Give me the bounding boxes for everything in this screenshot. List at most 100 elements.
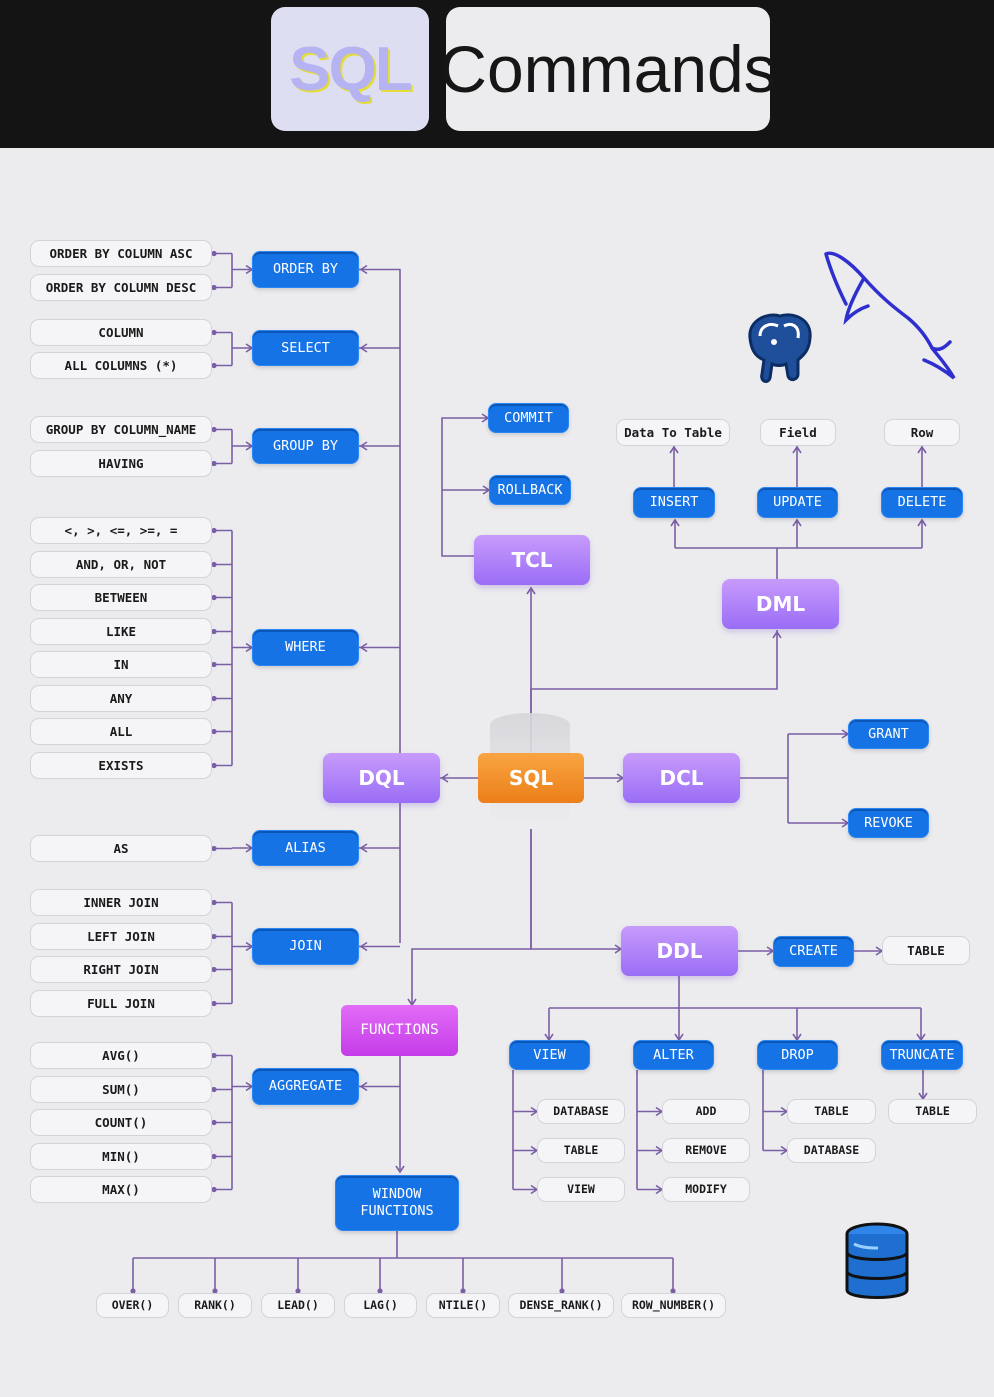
select-all-columns-leaf: ALL COLUMNS (*) [30,352,212,379]
grant-node[interactable]: GRANT [848,719,929,749]
insert-target-leaf: Data To Table [616,419,730,446]
connector-dot [211,933,217,940]
truncate-node[interactable]: TRUNCATE [881,1040,963,1070]
select-node[interactable]: SELECT [252,330,359,366]
rollback-node[interactable]: ROLLBACK [489,475,571,505]
connector [740,733,848,824]
left-join-leaf: LEFT JOIN [30,923,212,950]
drop-database-leaf: DATABASE [787,1138,876,1163]
view-table-leaf: TABLE [537,1138,625,1163]
update-node[interactable]: UPDATE [757,487,838,518]
where-logical-leaf: AND, OR, NOT [30,551,212,578]
connector [548,976,922,1040]
order-by-node[interactable]: ORDER BY [252,251,359,288]
delete-target-leaf: Row [884,419,960,446]
connector-dot [211,661,217,668]
count-leaf: COUNT() [30,1109,212,1136]
page-title: Commands [439,32,777,106]
aggregate-node[interactable]: AGGREGATE [252,1068,359,1105]
drop-table-leaf: TABLE [787,1099,876,1124]
connector [441,417,488,557]
connector-dot [211,426,217,433]
delete-node[interactable]: DELETE [881,487,963,518]
tcl-node[interactable]: TCL [474,535,590,585]
arrow-head [917,518,927,527]
arrow-head [359,941,368,952]
group-by-column-leaf: GROUP BY COLUMN_NAME [30,416,212,443]
database-icon [845,1222,909,1299]
connector-dot [211,250,217,257]
having-leaf: HAVING [30,450,212,477]
arrow-head [359,1081,368,1092]
connector-dot [211,362,217,369]
connector-dot [211,527,217,534]
mysql-dolphin-icon [824,251,956,380]
right-join-leaf: RIGHT JOIN [30,956,212,983]
sql-center-node[interactable]: SQL [478,753,584,803]
alter-node[interactable]: ALTER [633,1040,714,1070]
connector-dot [211,966,217,973]
arrow-head [669,445,679,454]
connector-dot [211,695,217,702]
view-view-leaf: VIEW [537,1177,625,1202]
sum-leaf: SUM() [30,1076,212,1103]
connector-dot [211,845,217,852]
connector-dot [211,1119,217,1126]
avg-leaf: AVG() [30,1042,212,1069]
max-leaf: MAX() [30,1176,212,1203]
rank-leaf: RANK() [178,1293,252,1318]
connector-dot [377,1288,383,1294]
arrow-head [792,445,802,454]
where-all-leaf: ALL [30,718,212,745]
over-leaf: OVER() [96,1293,169,1318]
arrow-head [917,445,927,454]
create-node[interactable]: CREATE [773,936,854,967]
inner-join-leaf: INNER JOIN [30,889,212,916]
connector-dot [559,1288,565,1294]
drop-node[interactable]: DROP [757,1040,838,1070]
ntile-leaf: NTILE() [426,1293,500,1318]
alias-node[interactable]: ALIAS [252,830,359,866]
header-bar: SQL Commands [0,0,994,148]
select-column-leaf: COLUMN [30,319,212,346]
where-any-leaf: ANY [30,685,212,712]
where-between-leaf: BETWEEN [30,584,212,611]
connector-dot [211,728,217,735]
connector [133,1231,673,1259]
connector [411,829,532,1005]
connector-dot [460,1288,466,1294]
where-exists-leaf: EXISTS [30,752,212,779]
arrow-head [792,518,802,527]
join-node[interactable]: JOIN [252,928,359,965]
dcl-node[interactable]: DCL [623,753,740,803]
commit-node[interactable]: COMMIT [488,403,569,433]
sql-logo-text: SQL [289,34,412,104]
view-node[interactable]: VIEW [509,1040,590,1070]
connector-dot [211,594,217,601]
connector-dot [211,1186,217,1193]
insert-node[interactable]: INSERT [633,487,715,518]
where-in-leaf: IN [30,651,212,678]
arrow-head [526,586,536,595]
order-by-desc-leaf: ORDER BY COLUMN DESC [30,274,212,301]
connector [674,520,923,579]
arrow-head [359,441,368,451]
dml-node[interactable]: DML [722,579,839,629]
create-target-leaf: TABLE [882,936,970,965]
ddl-node[interactable]: DDL [621,926,738,976]
alias-as-leaf: AS [30,835,212,862]
functions-node[interactable]: FUNCTIONS [341,1005,458,1056]
connector-dot [212,1288,218,1294]
arrow-head [359,264,368,275]
connector-dot [211,1153,217,1160]
connector-dot [211,1000,217,1007]
revoke-node[interactable]: REVOKE [848,808,929,838]
group-by-node[interactable]: GROUP BY [252,428,359,464]
where-node[interactable]: WHERE [252,629,359,666]
row-number-leaf: ROW_NUMBER() [621,1293,726,1318]
order-by-asc-leaf: ORDER BY COLUMN ASC [30,240,212,267]
connector-dot [670,1288,676,1294]
connector-dot [211,329,217,336]
dql-node[interactable]: DQL [323,753,440,803]
window-functions-node[interactable]: WINDOW FUNCTIONS [335,1175,459,1231]
